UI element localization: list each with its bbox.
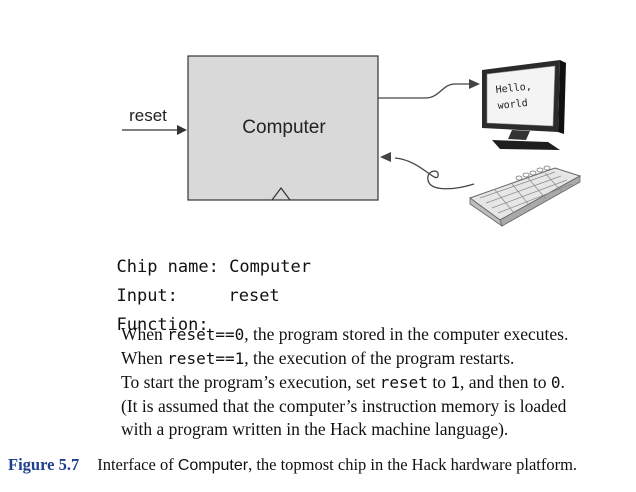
function-line-4: (It is assumed that the computer’s instr… (121, 396, 567, 416)
monitor-icon: Hello, world (482, 60, 566, 150)
code-reset-eq-0: reset==0 (167, 325, 245, 344)
screen-output-wire (378, 83, 470, 99)
function-key: Function: (116, 315, 209, 335)
clock-input-marker (271, 187, 291, 201)
keyboard-icon (468, 165, 582, 228)
code-zero: 0 (550, 373, 561, 392)
caption-text-post: , the topmost chip in the Hack hardware … (248, 455, 578, 474)
input-row: Input: reset (96, 266, 280, 306)
figure-caption: Figure 5.7 Interface of Computer, the top… (8, 455, 577, 475)
reset-input-arrowhead (177, 125, 187, 135)
chip-name-row: Chip name: Computer (96, 237, 311, 277)
function-row: Function: (96, 295, 209, 335)
function-line-1: When reset==0, the program stored in the… (121, 324, 569, 344)
keyboard-input-wire (394, 157, 475, 190)
input-value: reset (228, 286, 280, 306)
screen-text-line1: Hello, (495, 81, 532, 96)
input-key: Input: (116, 286, 178, 306)
chip-name-key: Chip name: (116, 257, 219, 277)
keyboard-input-arrowhead (380, 152, 391, 162)
function-line-5: with a program written in the Hack machi… (121, 419, 509, 439)
chip-name-value: Computer (229, 257, 311, 277)
screen-output-arrowhead (469, 79, 480, 89)
computer-interface-diagram: Computer reset Hello, world (122, 55, 582, 228)
screen-text-line2: world (497, 98, 528, 112)
code-one: 1 (450, 373, 460, 392)
computer-chip-box (187, 55, 379, 201)
chip-label: Computer (242, 117, 326, 138)
function-line-3: To start the program’s execution, set re… (121, 372, 565, 392)
caption-text-pre: Interface of (97, 455, 178, 474)
function-line-2: When reset==1, the execution of the prog… (121, 348, 515, 368)
caption-chip-name: Computer (177, 457, 249, 474)
code-reset: reset (379, 373, 428, 392)
figure-label: Figure 5.7 (8, 455, 80, 474)
reset-input-label: reset (129, 106, 167, 125)
code-reset-eq-1: reset==1 (167, 349, 245, 368)
